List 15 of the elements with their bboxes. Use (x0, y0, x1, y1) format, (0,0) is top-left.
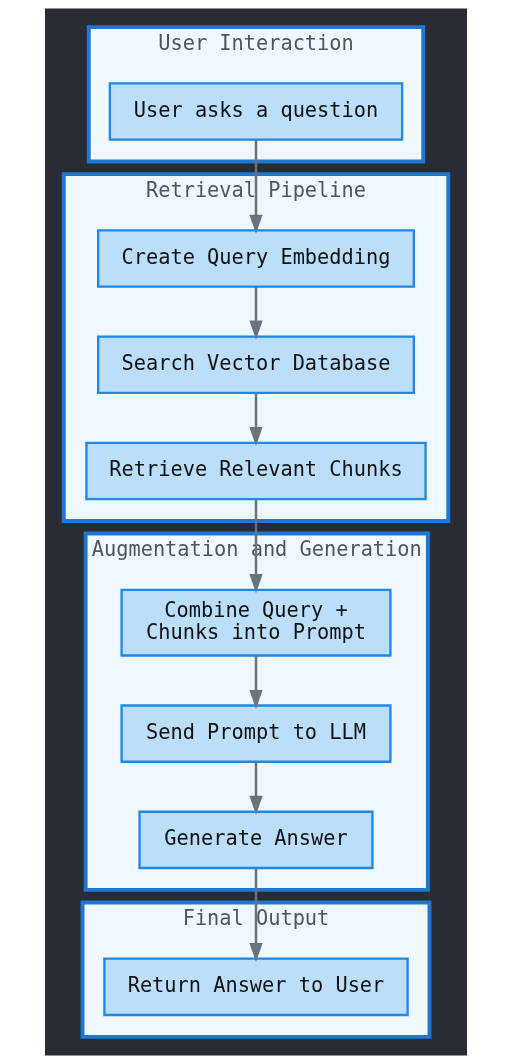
arrow (249, 656, 263, 710)
arrow (249, 499, 263, 594)
node-box: Generate Answer (138, 810, 374, 870)
node-box: Send Prompt to LLM (120, 704, 392, 763)
node-box: Return Answer to User (103, 957, 409, 1017)
arrow (249, 868, 263, 963)
node-box: User asks a question (108, 82, 404, 141)
node-box: Combine Query + Chunks into Prompt (120, 588, 392, 657)
arrow (249, 287, 263, 340)
node-box: Create Query Embedding (96, 229, 416, 288)
arrow (249, 762, 263, 815)
arrow (249, 140, 263, 234)
node-box: Search Vector Database (96, 335, 416, 395)
arrow (249, 393, 263, 446)
node-box: Retrieve Relevant Chunks (85, 441, 427, 501)
